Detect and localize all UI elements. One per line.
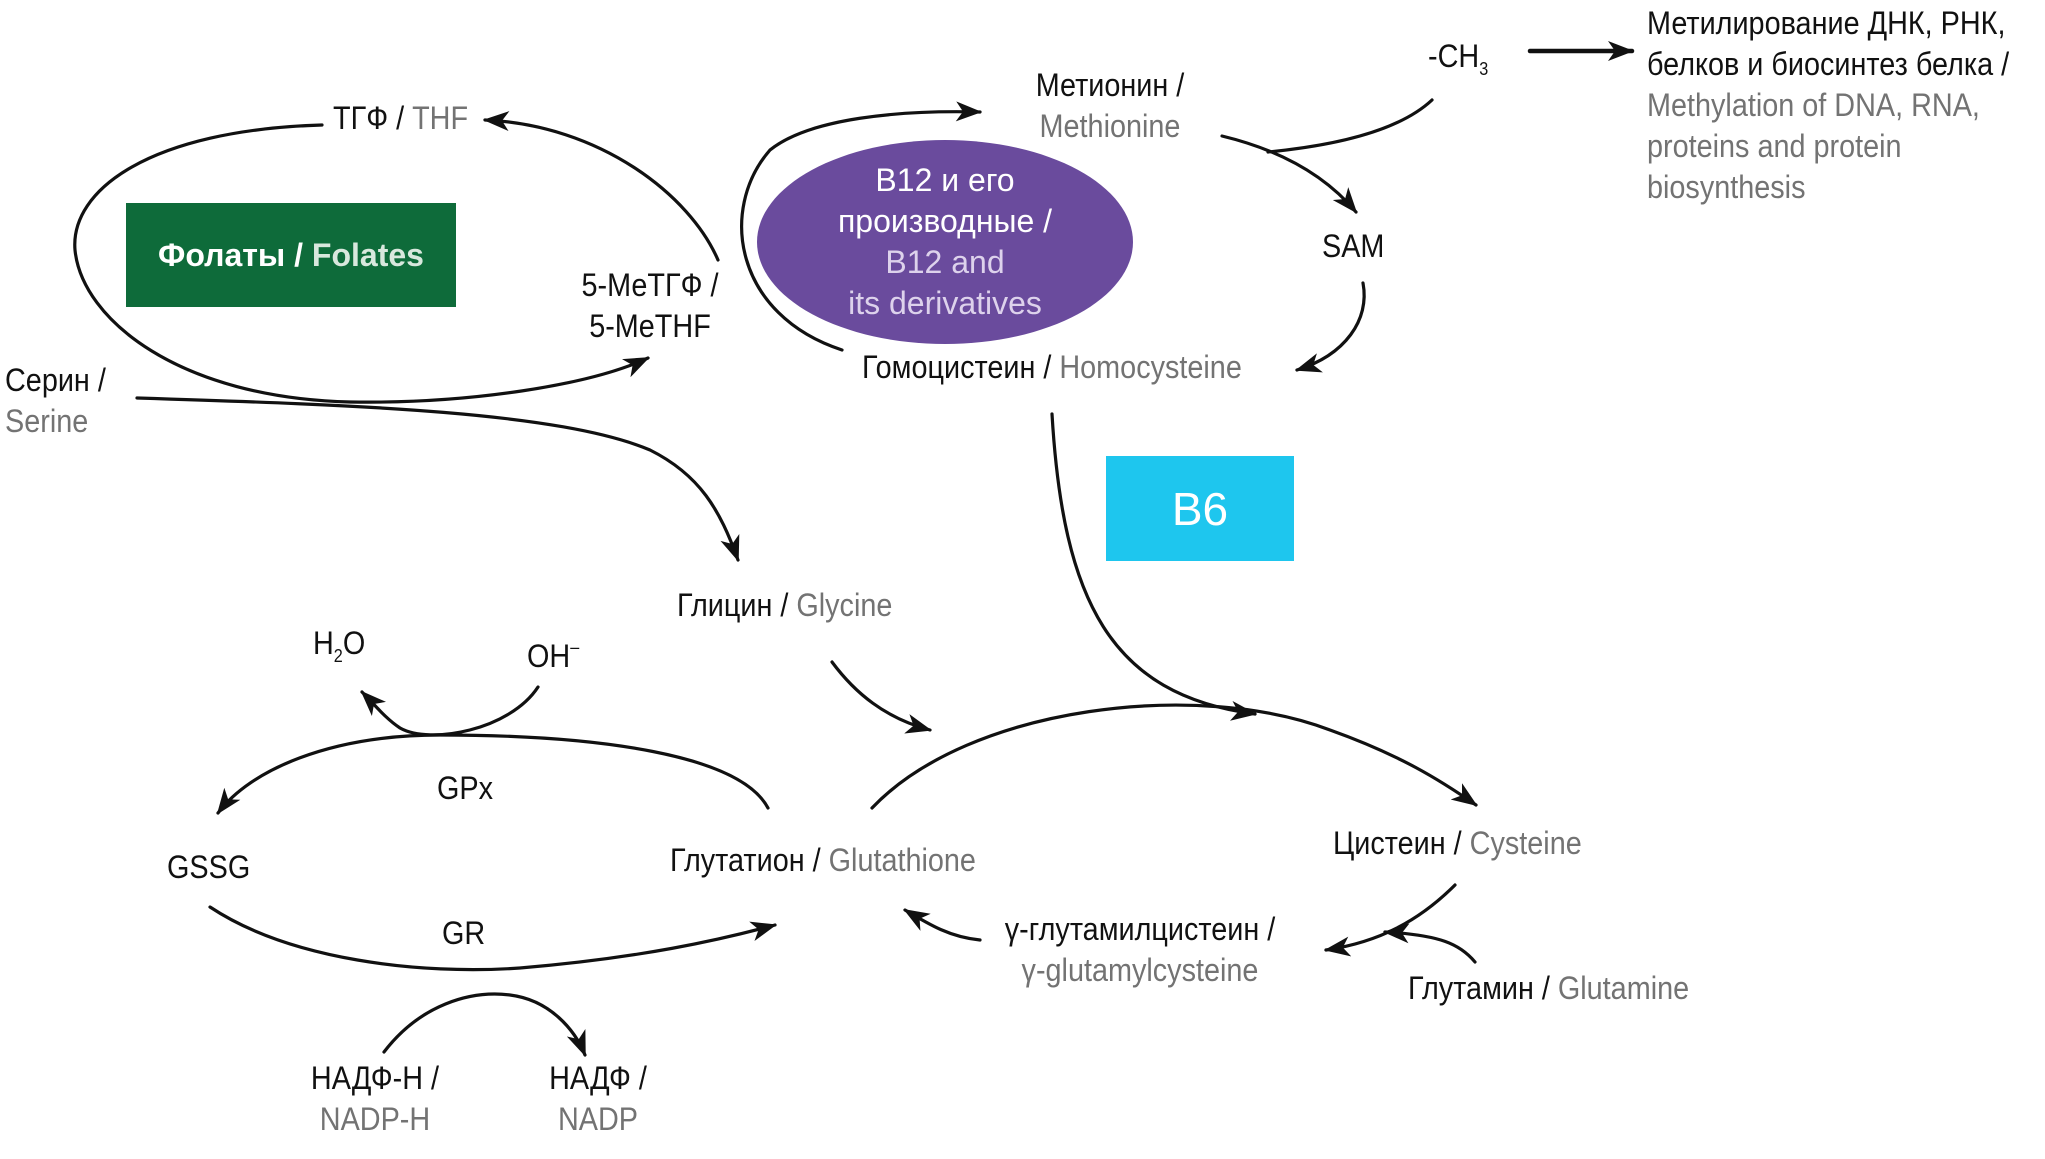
node-h2o: H2O	[313, 623, 365, 677]
methylation-ru-line2: белков и биосинтез белка /	[1647, 46, 2010, 82]
arrow-glycine-to-glutathione	[830, 660, 932, 734]
glutathione-en: Glutathione	[828, 842, 976, 878]
thf-ru: ТГФ /	[333, 100, 413, 136]
b12-ellipse: B12 и его производные / B12 and its deri…	[757, 140, 1133, 344]
serine-ru: Серин /	[5, 362, 106, 398]
nadph-ru: НАДФ-Н /	[310, 1060, 440, 1096]
arrow-serine-to-glycine	[135, 396, 740, 562]
methylation-en-line2: proteins and protein	[1647, 128, 1902, 164]
folates-box: Фолаты / Folates	[126, 203, 456, 307]
glutathione-ru: Глутатион /	[670, 842, 829, 878]
methionine-en: Methionine	[1039, 108, 1181, 144]
node-ch3: -CH3	[1428, 36, 1488, 90]
folates-ru-text: Фолаты /	[158, 236, 304, 273]
methf-en: 5-MeTHF	[589, 308, 711, 344]
nadp-en: NADP	[557, 1101, 639, 1137]
b6-label: B6	[1171, 482, 1229, 535]
node-methylation: Метилирование ДНК, РНК, белков и биосинт…	[1647, 3, 2009, 208]
node-nadph: НАДФ-Н / NADP-H	[299, 1058, 452, 1140]
arrow-ch3-branch	[1266, 98, 1434, 154]
arrow-glutathione-to-cysteine	[870, 703, 1478, 810]
b12-en-line1: B12 and	[885, 244, 1005, 280]
glutamine-en: Glutamine	[1557, 970, 1690, 1006]
homocysteine-ru: Гомоцистеин /	[862, 349, 1060, 385]
nadph-en: NADP-H	[319, 1101, 431, 1137]
arrow-glutamine-in	[1383, 923, 1477, 964]
folates-en-text: Folates	[311, 236, 424, 273]
homocysteine-en: Homocysteine	[1059, 349, 1242, 385]
cysteine-en: Cysteine	[1469, 825, 1582, 861]
node-methf: 5-МеТГФ / 5-MeTHF	[569, 265, 731, 347]
node-serine: Серин / Serine	[5, 360, 106, 442]
arrow-cysteine-to-gamma-gc	[1324, 883, 1457, 957]
gssg-label: GSSG	[167, 849, 251, 885]
methylation-ru-line1: Метилирование ДНК, РНК,	[1647, 5, 2006, 41]
b12-ru-line2: производные /	[837, 203, 1053, 239]
gamma-gc-en: γ-glutamylcysteine	[1021, 952, 1259, 988]
gpx-label: GPx	[437, 770, 494, 806]
b6-box: B6	[1106, 456, 1294, 561]
node-oh: OH–	[527, 627, 579, 677]
gr-label: GR	[442, 915, 486, 951]
enzyme-gpx: GPx	[437, 768, 493, 809]
h2o-h: H	[313, 625, 334, 661]
glycine-ru: Глицин /	[677, 587, 797, 623]
sam-label: SAM	[1322, 228, 1385, 264]
h2o-o: O	[342, 625, 366, 661]
arrow-glutathione-to-gssg	[216, 733, 770, 815]
b12-ru-line1: B12 и его	[875, 162, 1015, 198]
node-thf: ТГФ / THF	[333, 98, 468, 139]
node-glutathione: Глутатион / Glutathione	[670, 840, 976, 881]
thf-en: THF	[412, 100, 469, 136]
arrow-nadph-to-nadp	[382, 992, 587, 1057]
arrow-homocysteine-to-methionine	[740, 101, 982, 352]
h2o-subscript: 2	[333, 646, 343, 666]
methylation-en-line3: biosynthesis	[1647, 169, 1806, 205]
node-glutamine: Глутамин / Glutamine	[1408, 968, 1689, 1009]
arrow-methf-to-thf	[483, 111, 720, 262]
node-methionine: Метионин / Methionine	[1002, 65, 1218, 147]
oh-superscript: –	[570, 637, 580, 657]
arrow-thf-to-methf-loop	[73, 123, 650, 404]
methylation-en-line1: Methylation of DNA, RNA,	[1647, 87, 1980, 123]
glutamine-ru: Глутамин /	[1408, 970, 1558, 1006]
methionine-ru: Метионин /	[1035, 67, 1185, 103]
oh-base: OH	[527, 638, 571, 674]
arrow-sam-to-homocysteine	[1295, 281, 1366, 373]
node-cysteine: Цистеин / Cysteine	[1333, 823, 1582, 864]
node-gamma-glutamylcysteine: γ-глутамилцистеин / γ-glutamylcysteine	[996, 909, 1284, 991]
arrow-homocysteine-to-cysteine	[1050, 412, 1257, 721]
gamma-gc-ru: γ-глутамилцистеин /	[1004, 911, 1276, 947]
node-sam: SAM	[1322, 226, 1384, 267]
cysteine-ru: Цистеин /	[1333, 825, 1470, 861]
arrow-gssg-to-glutathione	[208, 905, 777, 972]
arrow-oh-to-h2o	[360, 685, 540, 737]
ch3-subscript: 3	[1479, 59, 1489, 79]
methf-ru: 5-МеТГФ /	[581, 267, 719, 303]
glycine-en: Glycine	[796, 587, 893, 623]
node-homocysteine: Гомоцистеин / Homocysteine	[862, 347, 1242, 388]
enzyme-gr: GR	[442, 913, 485, 954]
nadp-ru: НАДФ /	[549, 1060, 647, 1096]
b12-en-line2: its derivatives	[848, 285, 1042, 321]
node-nadp: НАДФ / NADP	[535, 1058, 661, 1140]
arrow-methionine-to-sam	[1220, 134, 1358, 214]
serine-en: Serine	[5, 403, 89, 439]
arrow-gamma-gc-to-glutathione	[903, 908, 982, 942]
ch3-base: -CH	[1428, 38, 1480, 74]
node-glycine: Глицин / Glycine	[677, 585, 892, 626]
node-gssg: GSSG	[167, 847, 250, 888]
